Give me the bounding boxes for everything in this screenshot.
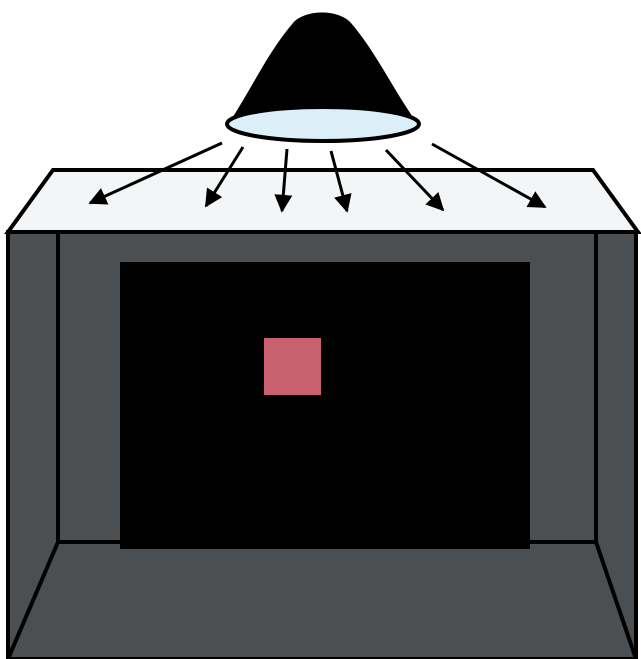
back-wall (120, 262, 530, 549)
top-panel (8, 170, 638, 232)
lamp-lens (227, 107, 419, 141)
sample-square (264, 338, 321, 395)
